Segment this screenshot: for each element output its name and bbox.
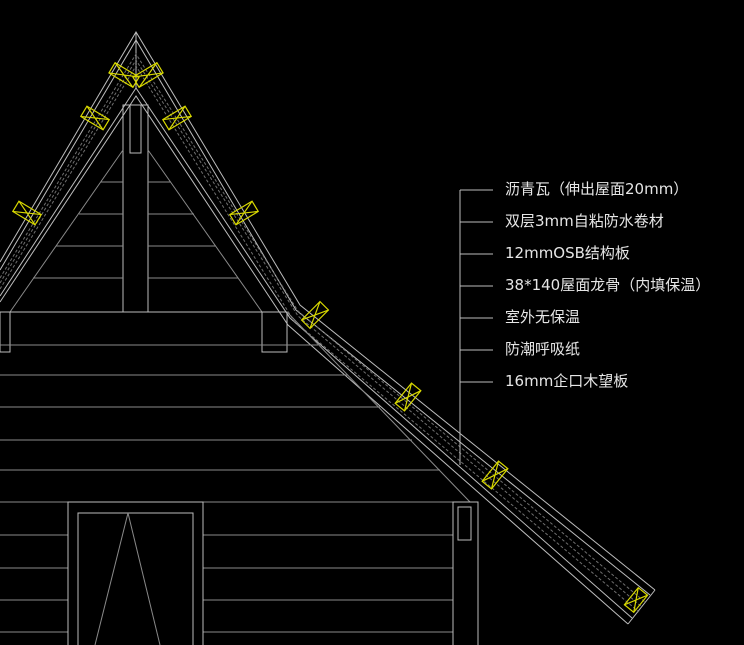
label-roof-joist: 38*140屋面龙骨（内填保温） [505,276,710,294]
wall-siding [0,311,471,633]
gable-framing [0,104,288,353]
roof-blocking [11,61,649,614]
material-callout: 沥青瓦（伸出屋面20mm） 双层3mm自粘防水卷材 12mmOSB结构板 38*… [459,180,710,465]
corner-post [452,501,479,645]
roof-insulation [0,53,646,613]
label-waterproof-membrane: 双层3mm自粘防水卷材 [505,212,664,230]
label-tongue-groove-board: 16mm企口木望板 [505,372,628,390]
label-breather-membrane: 防潮呼吸纸 [505,340,580,358]
roof-outline [0,31,656,625]
label-asphalt-shingle: 沥青瓦（伸出屋面20mm） [505,180,688,198]
label-no-insulation: 室外无保温 [505,308,580,326]
label-osb-board: 12mmOSB结构板 [505,244,630,262]
door-frame [67,501,204,645]
